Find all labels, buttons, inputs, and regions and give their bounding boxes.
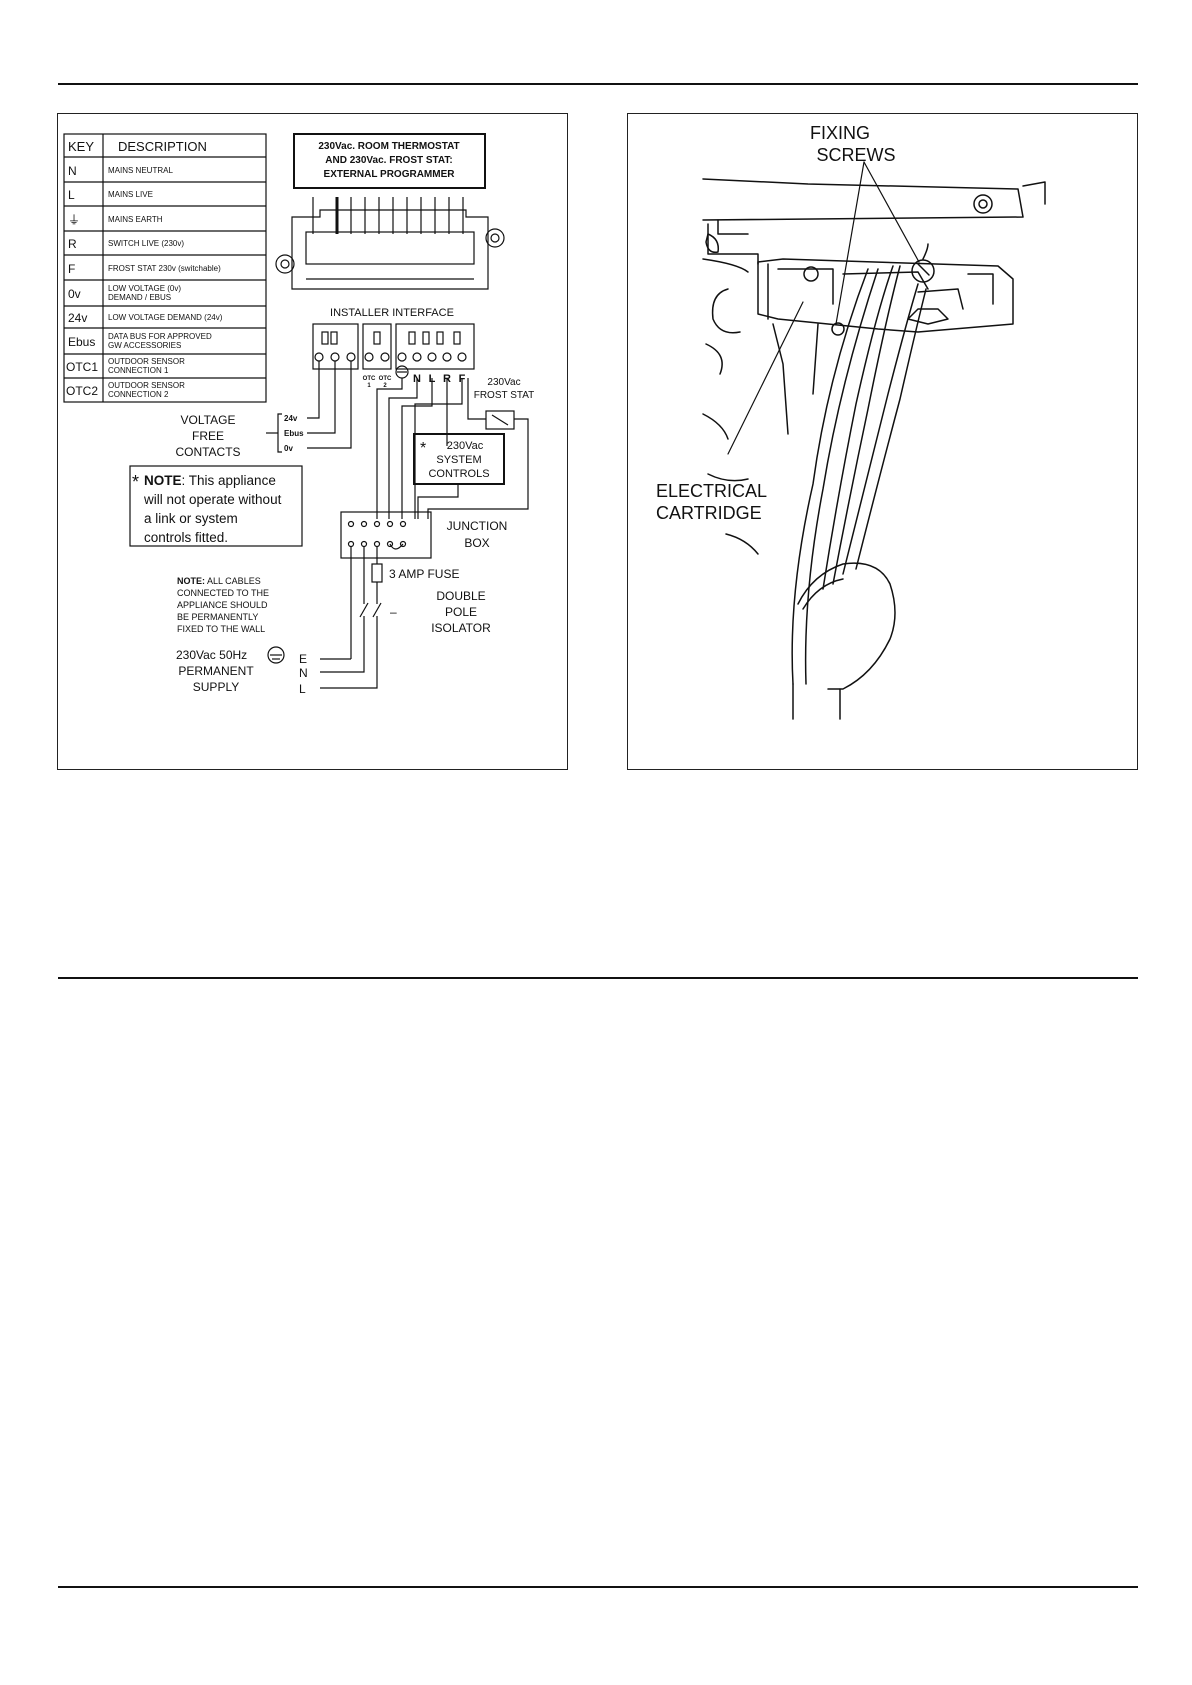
system-controls-line-2: SYSTEM — [436, 454, 481, 466]
desc-cell: CONNECTION 1 — [108, 366, 169, 375]
key-cell: R — [68, 237, 77, 251]
otc2-label-bottom: 2 — [383, 383, 387, 389]
cables-note-line-2: CONNECTED TO THE — [177, 588, 269, 598]
contact-24v-label: 24v — [284, 414, 298, 423]
bottom-rule — [58, 1586, 1138, 1588]
supply-label-1: 230Vac 50Hz — [176, 648, 247, 662]
electrical-cartridge-label-1: ELECTRICAL — [656, 481, 767, 501]
desc-cell: LOW VOLTAGE DEMAND (24v) — [108, 313, 223, 322]
terminal-l-label: L — [429, 373, 436, 385]
wiring-diagram-panel: KEY DESCRIPTION N MAINS NEUTRAL L MAINS … — [57, 113, 568, 770]
note-line-2: will not operate without — [143, 492, 282, 507]
system-controls-line-3: CONTROLS — [428, 468, 489, 480]
key-header: KEY — [68, 139, 94, 154]
contact-ebus-label: Ebus — [284, 429, 304, 438]
voltage-free-line-3: CONTACTS — [175, 445, 240, 459]
junction-box — [340, 511, 432, 559]
terminal-r-label: R — [443, 373, 451, 385]
supply-label-2: PERMANENT — [178, 664, 254, 678]
terminal-f-label: F — [459, 373, 466, 385]
terminal-n-label: N — [413, 373, 421, 385]
isolator-label-2: POLE — [445, 605, 477, 619]
voltage-free-line-2: FREE — [192, 429, 224, 443]
system-controls-line-1: 230Vac — [447, 440, 484, 452]
otc2-label-top: OTC — [379, 376, 392, 382]
key-cell: OTC2 — [66, 384, 98, 398]
key-cell: ⏚ — [68, 213, 80, 227]
desc-cell: LOW VOLTAGE (0v) — [108, 284, 181, 293]
frost-stat-label-2: FROST STAT — [474, 390, 535, 401]
otc1-label-top: OTC — [363, 376, 376, 382]
terminal-block-otc — [362, 323, 392, 370]
supply-n-label: N — [299, 666, 308, 680]
note-line-1: NOTE: This appliance — [144, 473, 276, 488]
desc-cell: OUTDOOR SENSOR — [108, 357, 185, 366]
note-line-4: controls fitted. — [144, 530, 228, 545]
contact-0v-label: 0v — [284, 444, 293, 453]
key-cell: F — [68, 262, 75, 276]
thermostat-line-2: AND 230Vac. FROST STAT: — [325, 155, 452, 166]
cables-note-line-5: FIXED TO THE WALL — [177, 624, 265, 634]
otc1-label-bottom: 1 — [367, 383, 371, 389]
cables-note-line-4: BE PERMANENTLY — [177, 612, 258, 622]
thermostat-line-1: 230Vac. ROOM THERMOSTAT — [318, 141, 459, 152]
description-header: DESCRIPTION — [118, 139, 207, 154]
fixing-screws-label-1: FIXING — [810, 123, 870, 143]
key-cell: 0v — [68, 287, 81, 301]
supply-l-label: L — [299, 682, 306, 696]
installer-interface-label: INSTALLER INTERFACE — [330, 307, 454, 319]
system-controls-box — [413, 433, 505, 485]
isolator-dash: – — [390, 605, 397, 619]
junction-box-label-1: JUNCTION — [447, 519, 508, 533]
fuse-label: 3 AMP FUSE — [389, 567, 459, 581]
desc-cell: OUTDOOR SENSOR — [108, 381, 185, 390]
desc-cell: DEMAND / EBUS — [108, 293, 171, 302]
electrical-cartridge-label-2: CARTRIDGE — [656, 503, 762, 523]
desc-cell: MAINS NEUTRAL — [108, 166, 173, 175]
top-rule — [58, 83, 1138, 85]
key-cell: 24v — [68, 311, 87, 325]
cartridge-illustration: FIXING SCREWS ELECTRICAL CARTRIDGE — [656, 123, 1046, 720]
isolator-label-1: DOUBLE — [436, 589, 485, 603]
frost-stat-label-1: 230Vac — [487, 377, 520, 388]
desc-cell: MAINS EARTH — [108, 215, 163, 224]
cables-note-line-3: APPLIANCE SHOULD — [177, 600, 268, 610]
supply-label-3: SUPPLY — [193, 680, 239, 694]
key-table-rows: N MAINS NEUTRAL L MAINS LIVE ⏚ MAINS EAR… — [66, 164, 223, 399]
connector-block — [291, 209, 489, 290]
desc-cell: DATA BUS FOR APPROVED — [108, 332, 212, 341]
desc-cell: GW ACCESSORIES — [108, 341, 181, 350]
voltage-free-line-1: VOLTAGE — [181, 413, 236, 427]
desc-cell: MAINS LIVE — [108, 190, 153, 199]
note-line-3: a link or system — [144, 511, 238, 526]
appliance-note-box — [129, 465, 303, 547]
desc-cell: CONNECTION 2 — [108, 390, 169, 399]
thermostat-line-3: EXTERNAL PROGRAMMER — [324, 169, 456, 180]
key-table-frame — [63, 133, 267, 403]
key-cell: OTC1 — [66, 360, 98, 374]
system-controls-star: * — [420, 440, 426, 457]
cartridge-illustration-panel: FIXING SCREWS ELECTRICAL CARTRIDGE — [627, 113, 1138, 770]
isolator-label-3: ISOLATOR — [431, 621, 491, 635]
middle-rule — [58, 977, 1138, 979]
junction-box-label-2: BOX — [464, 536, 489, 550]
key-cell: Ebus — [68, 335, 95, 349]
wiring-diagram: KEY DESCRIPTION N MAINS NEUTRAL L MAINS … — [63, 133, 535, 696]
desc-cell: FROST STAT 230v (switchable) — [108, 264, 221, 273]
key-cell: N — [68, 164, 77, 178]
fixing-screws-label-2: SCREWS — [816, 145, 895, 165]
note-star: * — [132, 472, 139, 492]
desc-cell: SWITCH LIVE (230v) — [108, 239, 184, 248]
thermostat-box — [293, 133, 486, 189]
cables-note-line-1: NOTE: ALL CABLES — [177, 576, 261, 586]
key-cell: L — [68, 188, 75, 202]
terminal-block-mains — [395, 323, 475, 370]
supply-e-label: E — [299, 652, 307, 666]
